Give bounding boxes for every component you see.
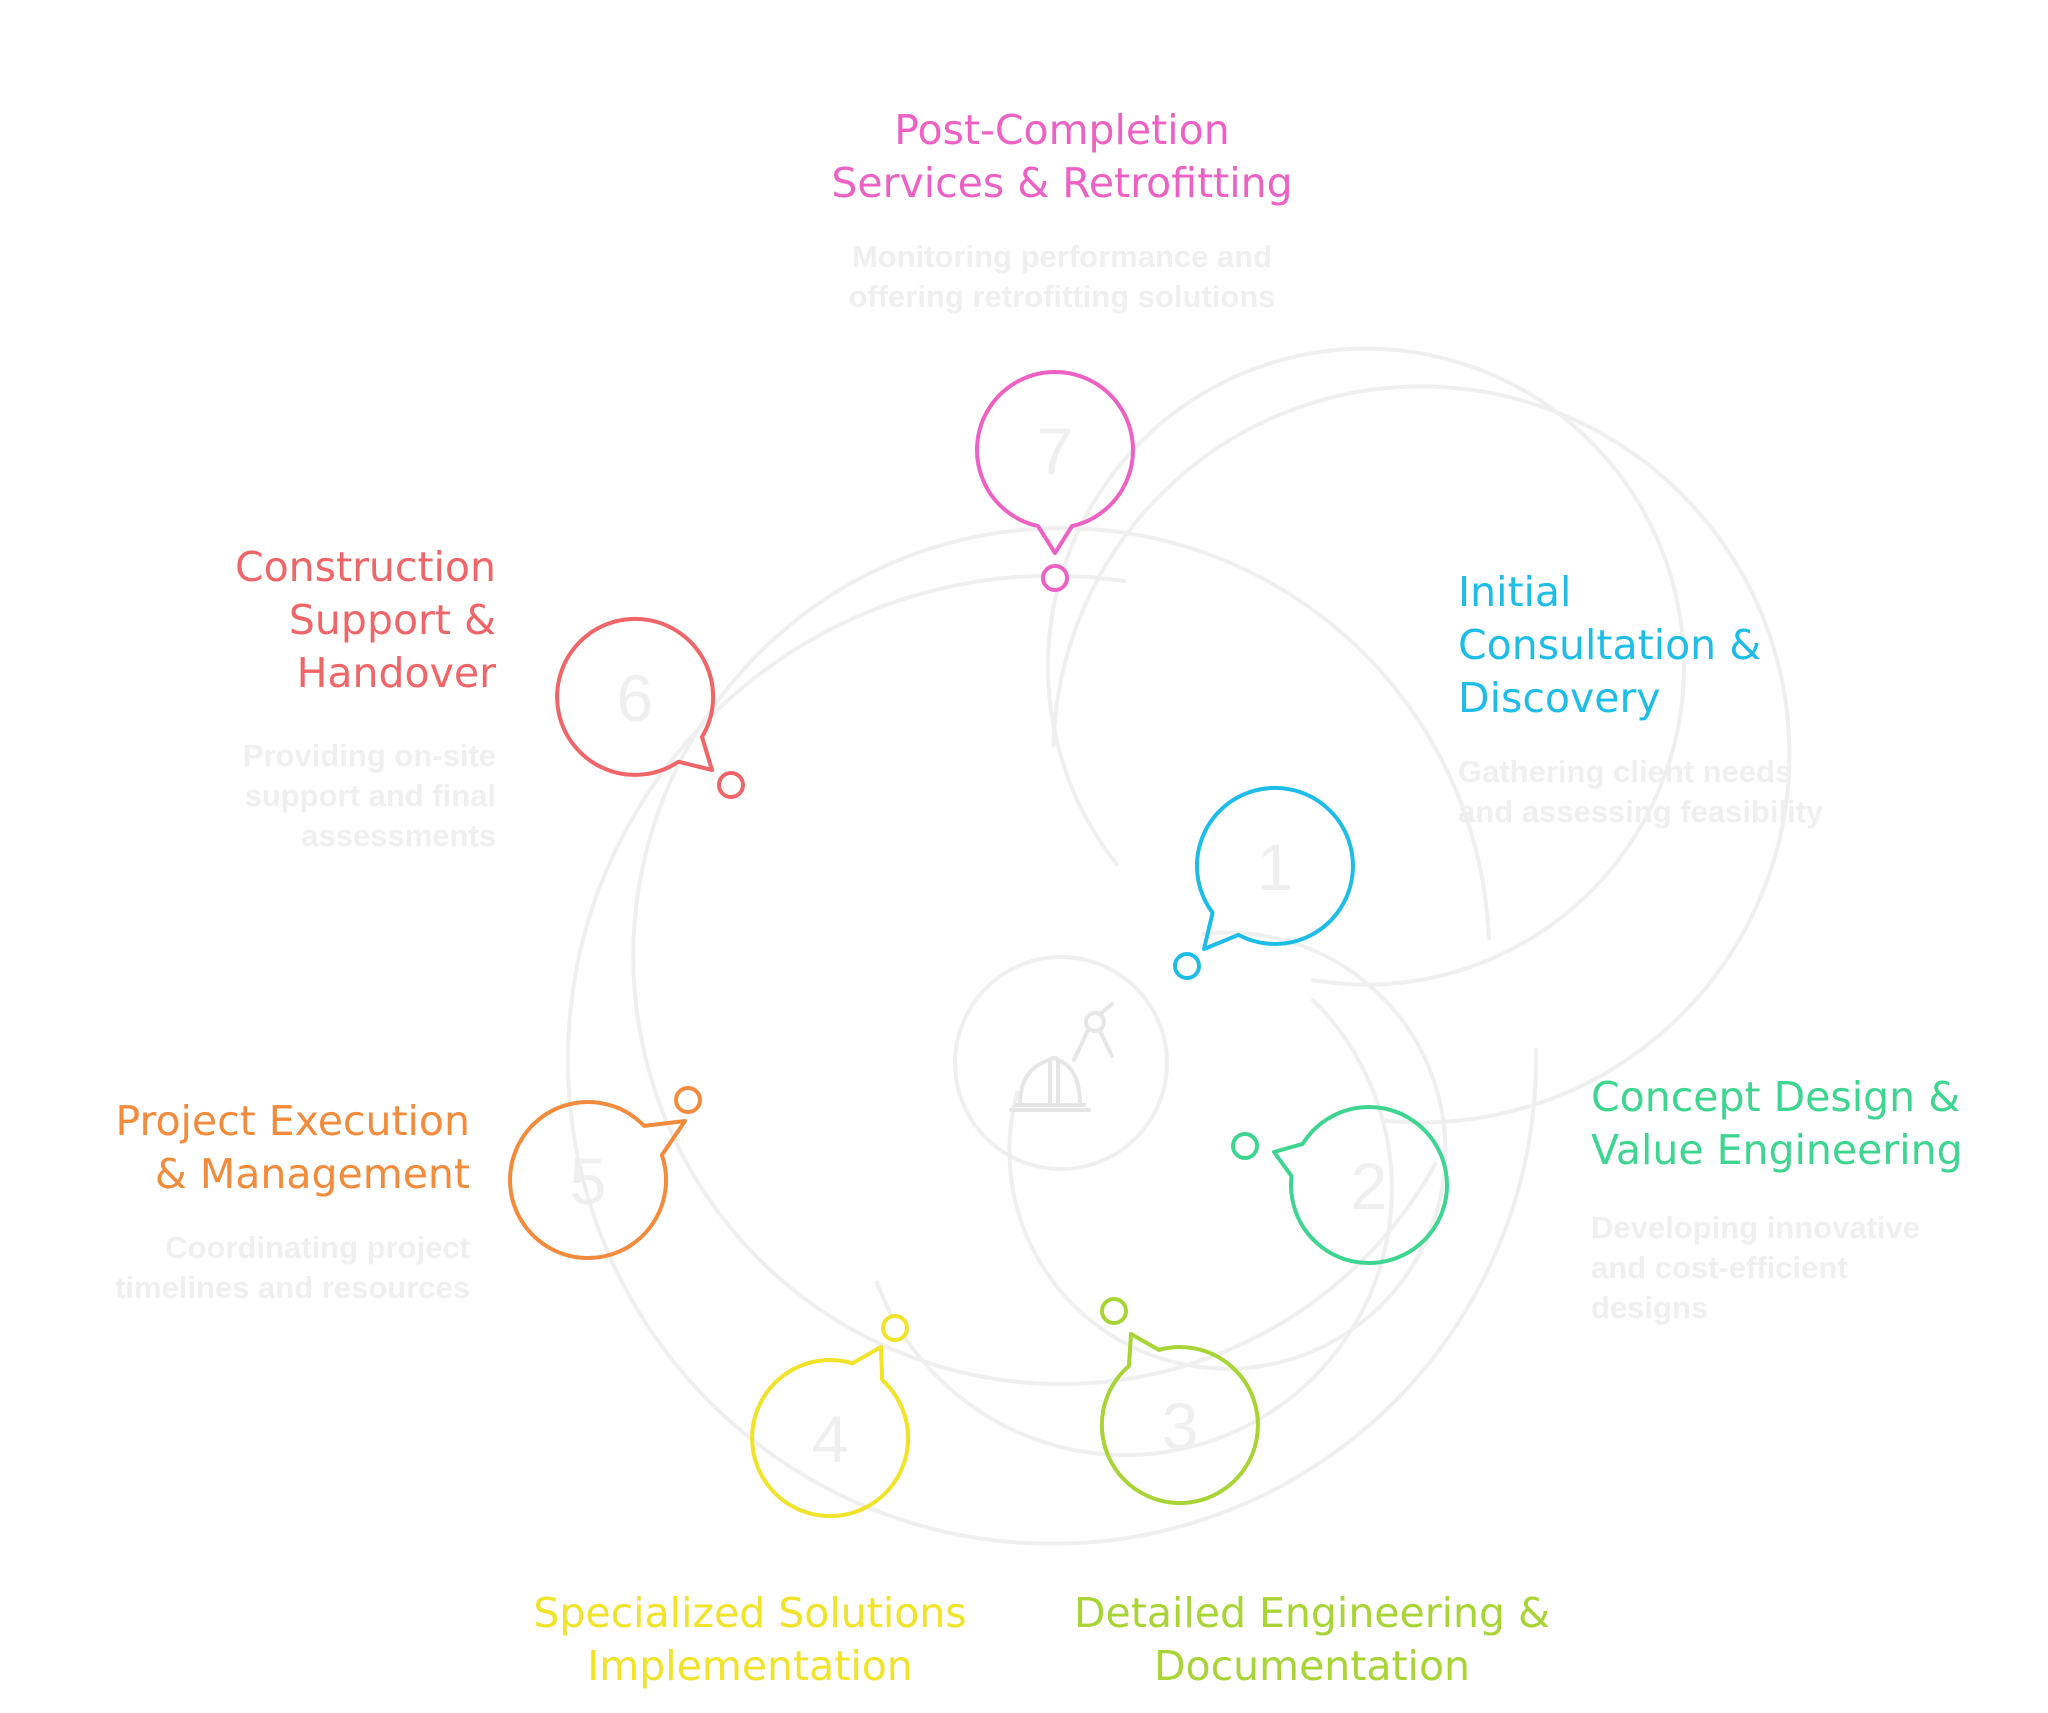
- title-line: Specialized Solutions: [533, 1589, 967, 1637]
- stage-2-title: Concept Design & Value Engineering: [1591, 1071, 1963, 1177]
- description-line: assessments: [301, 818, 496, 853]
- title-line: Handover: [296, 649, 496, 697]
- hardhat-and-compass-icon: [1009, 1002, 1114, 1112]
- description-line: and cost-efficient: [1591, 1250, 1848, 1285]
- title-line: & Management: [154, 1150, 470, 1198]
- title-line: Concept Design &: [1591, 1073, 1961, 1121]
- stage-6-title: Construction Support & Handover: [100, 541, 496, 700]
- title-line: Initial: [1458, 568, 1572, 616]
- inner-ring: [953, 955, 1169, 1171]
- stage-1-description: Gathering client needs and assessing fea…: [1458, 752, 1823, 832]
- speech-bubble: [508, 1100, 687, 1260]
- connector-dot: [717, 771, 745, 799]
- speech-bubble: [555, 616, 716, 777]
- stage-7-marker: 7: [975, 369, 1135, 592]
- stage-3-marker: 3: [1099, 1297, 1260, 1506]
- title-line: Discovery: [1458, 674, 1661, 722]
- title-line: Implementation: [587, 1642, 913, 1690]
- stage-2-marker: 2: [1231, 1105, 1449, 1265]
- description-line: support and final: [244, 778, 496, 813]
- speech-bubble: [750, 1345, 911, 1518]
- stage-5-title: Project Execution & Management: [40, 1095, 470, 1201]
- stage-number: 5: [570, 1144, 607, 1218]
- speech-bubble: [1194, 786, 1355, 951]
- title-line: Support &: [288, 596, 496, 644]
- description-line: designs: [1591, 1290, 1709, 1325]
- description-line: Developing innovative: [1591, 1210, 1921, 1245]
- stage-markers: 1 2 3 4 5 6 7: [508, 369, 1449, 1518]
- stage-number: 6: [617, 661, 654, 735]
- description-line: and assessing feasibility: [1458, 794, 1824, 829]
- stage-number: 2: [1351, 1149, 1388, 1223]
- description-line: Coordinating project: [165, 1230, 470, 1265]
- title-line: Value Engineering: [1591, 1126, 1963, 1174]
- description-line: timelines and resources: [115, 1270, 470, 1305]
- stage-5-marker: 5: [508, 1086, 702, 1260]
- description-line: Providing on-site: [242, 738, 496, 773]
- ring-arc-2: [631, 526, 1491, 1387]
- speech-bubble: [975, 369, 1135, 555]
- stage-number: 1: [1257, 830, 1294, 904]
- stage-number: 4: [812, 1402, 849, 1476]
- stage-number: 7: [1037, 414, 1074, 488]
- stage-1-marker: 1: [1173, 786, 1355, 980]
- description-line: offering retrofitting solutions: [848, 279, 1276, 314]
- ring-arc-4: [1045, 346, 1686, 987]
- title-line: Post-Completion: [894, 106, 1230, 154]
- connector-dot: [1173, 952, 1201, 980]
- title-line: Consultation &: [1458, 621, 1762, 669]
- stage-number: 3: [1162, 1389, 1199, 1463]
- stage-1-title: Initial Consultation & Discovery: [1458, 566, 1761, 725]
- connector-dot: [674, 1086, 702, 1114]
- background-rings: [566, 346, 1792, 1546]
- stage-5-description: Coordinating project timelines and resou…: [40, 1228, 470, 1308]
- ring-arc-1: [566, 573, 1538, 1546]
- description-line: Monitoring performance and: [851, 239, 1273, 274]
- connector-dot: [881, 1314, 909, 1342]
- description-line: Gathering client needs: [1458, 754, 1793, 789]
- stage-4-title: Specialized Solutions Implementation: [510, 1587, 990, 1693]
- stage-4-marker: 4: [750, 1314, 911, 1518]
- stage-6-marker: 6: [555, 616, 745, 799]
- stage-2-description: Developing innovative and cost-efficient…: [1591, 1208, 1920, 1328]
- connector-dot: [1041, 564, 1069, 592]
- title-line: Services & Retrofitting: [831, 159, 1293, 207]
- title-line: Construction: [234, 543, 496, 591]
- stage-7-title: Post-Completion Services & Retrofitting: [762, 104, 1362, 210]
- stage-6-description: Providing on-site support and final asse…: [100, 736, 496, 856]
- speech-bubble: [1099, 1332, 1260, 1506]
- stage-3-title: Detailed Engineering & Documentation: [1052, 1587, 1572, 1693]
- ring-arc-3: [1051, 384, 1792, 1125]
- title-line: Detailed Engineering &: [1073, 1589, 1551, 1637]
- stage-7-description: Monitoring performance and offering retr…: [762, 237, 1362, 317]
- ring-arc-6: [1007, 930, 1448, 1371]
- title-line: Project Execution: [115, 1097, 470, 1145]
- title-line: Documentation: [1153, 1642, 1471, 1690]
- ring-arc-5: [874, 998, 1394, 1457]
- speech-bubble: [1272, 1105, 1449, 1265]
- connector-dot: [1100, 1297, 1128, 1325]
- connector-dot: [1231, 1132, 1259, 1160]
